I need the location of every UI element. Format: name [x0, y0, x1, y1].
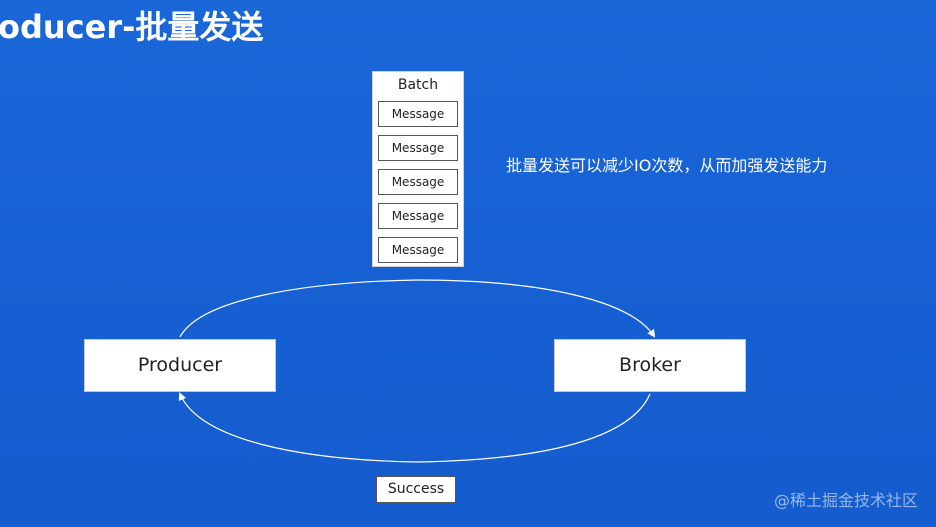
batch-note: 批量发送可以减少IO次数，从而加强发送能力 — [506, 156, 828, 175]
watermark: @稀土掘金技术社区 — [773, 491, 918, 510]
send-arrow — [179, 279, 656, 338]
success-label: Success — [376, 476, 456, 503]
message-box: Message — [378, 169, 458, 195]
ack-arrow — [178, 392, 651, 463]
message-box: Message — [378, 135, 458, 161]
broker-node: Broker — [554, 339, 746, 392]
message-box: Message — [378, 203, 458, 229]
producer-node: Producer — [84, 339, 276, 392]
batch-label: Batch — [397, 77, 439, 93]
batch-box: Batch Message Message Message Message Me… — [372, 71, 464, 267]
message-box: Message — [378, 237, 458, 263]
slide-title: oducer-批量发送 — [0, 8, 264, 46]
message-box: Message — [378, 101, 458, 127]
